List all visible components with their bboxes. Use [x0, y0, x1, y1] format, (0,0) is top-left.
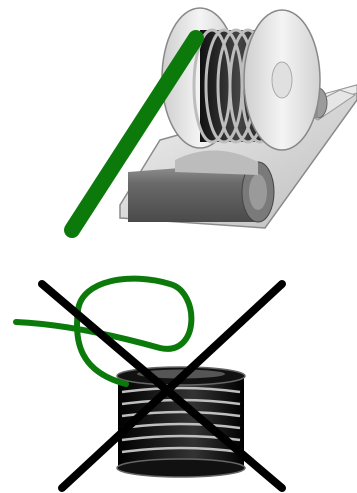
- correct-method-illustration: [0, 0, 357, 240]
- spool: [162, 8, 320, 150]
- wrong-method-illustration: [0, 262, 357, 493]
- spool-lying-flat-crossed-out-icon: [0, 262, 357, 493]
- spool-on-roller-dispenser-icon: [0, 0, 357, 240]
